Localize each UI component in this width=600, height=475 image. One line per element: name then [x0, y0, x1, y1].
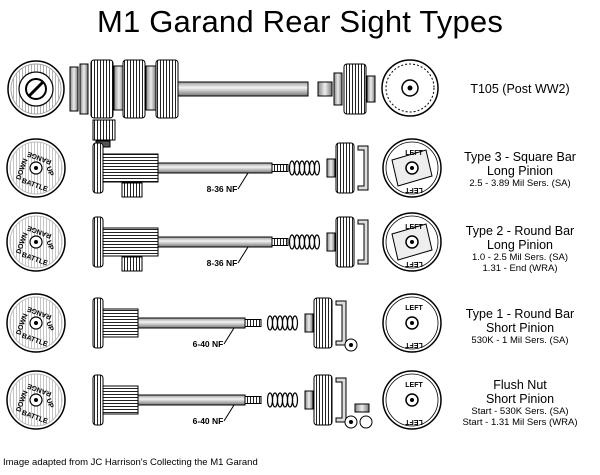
knob-text-left-inverted: LEFT	[405, 341, 423, 348]
label-type1: Type 1 - Round Bar Short Pinion 530K - 1…	[440, 307, 600, 347]
diagram-title: M1 Garand Rear Sight Types	[96, 4, 504, 39]
knob-text-up: UP	[44, 166, 54, 178]
knob-text-left: LEFT	[405, 224, 423, 231]
label-flush-nut-serials-sa: Start - 530K Sers. (SA)	[471, 405, 569, 417]
knob-text-left: LEFT	[405, 150, 423, 157]
label-type3-pinion: Long Pinion	[486, 164, 554, 179]
label-type1-serials: 530K - 1 Mil Sers. (SA)	[471, 334, 569, 346]
knob-text-left-inverted: LEFT	[405, 418, 423, 425]
label-type1-name: Type 1 - Round Bar	[465, 307, 575, 321]
thread-spec-label: 8-36 NF	[207, 184, 238, 194]
label-flush-nut: Flush Nut Short Pinion Start - 530K Sers…	[440, 378, 600, 429]
row-t105-parts	[7, 59, 439, 148]
label-type2: Type 2 - Round Bar Long Pinion 1.0 - 2.5…	[440, 224, 600, 275]
label-type2-pinion: Long Pinion	[486, 238, 554, 253]
knob-text-up: UP	[44, 321, 54, 333]
label-type2-serials-sa: 1.0 - 2.5 Mil Sers. (SA)	[471, 251, 569, 263]
thread-spec-label: 6-40 NF	[193, 339, 224, 349]
label-type3-serials: 2.5 - 3.89 Mil Sers. (SA)	[469, 177, 571, 189]
image-credit: Image adapted from JC Harrison's Collect…	[3, 457, 258, 468]
knob-text-up: UP	[44, 240, 54, 252]
label-type2-name: Type 2 - Round Bar	[465, 224, 575, 238]
knob-text-left: LEFT	[405, 382, 423, 389]
label-t105: T105 (Post WW2)	[440, 82, 600, 96]
knob-text-left-inverted: LEFT	[405, 260, 423, 267]
label-type3: Type 3 - Square Bar Long Pinion 2.5 - 3.…	[440, 150, 600, 190]
thread-spec-label: 6-40 NF	[193, 416, 224, 426]
thread-spec-label: 8-36 NF	[207, 258, 238, 268]
label-type3-name: Type 3 - Square Bar	[464, 150, 576, 164]
knob-text-left-inverted: LEFT	[405, 186, 423, 193]
knob-text-left: LEFT	[405, 305, 423, 312]
label-type1-pinion: Short Pinion	[485, 321, 555, 336]
label-flush-nut-serials-wra: Start - 1.31 Mil Sers (WRA)	[462, 416, 578, 428]
label-type2-serials-wra: 1.31 - End (WRA)	[482, 262, 558, 274]
knob-text-up: UP	[44, 398, 54, 410]
label-t105-name: T105 (Post WW2)	[470, 82, 570, 96]
label-flush-nut-name: Flush Nut	[493, 378, 547, 392]
label-flush-nut-pinion: Short Pinion	[485, 392, 555, 407]
